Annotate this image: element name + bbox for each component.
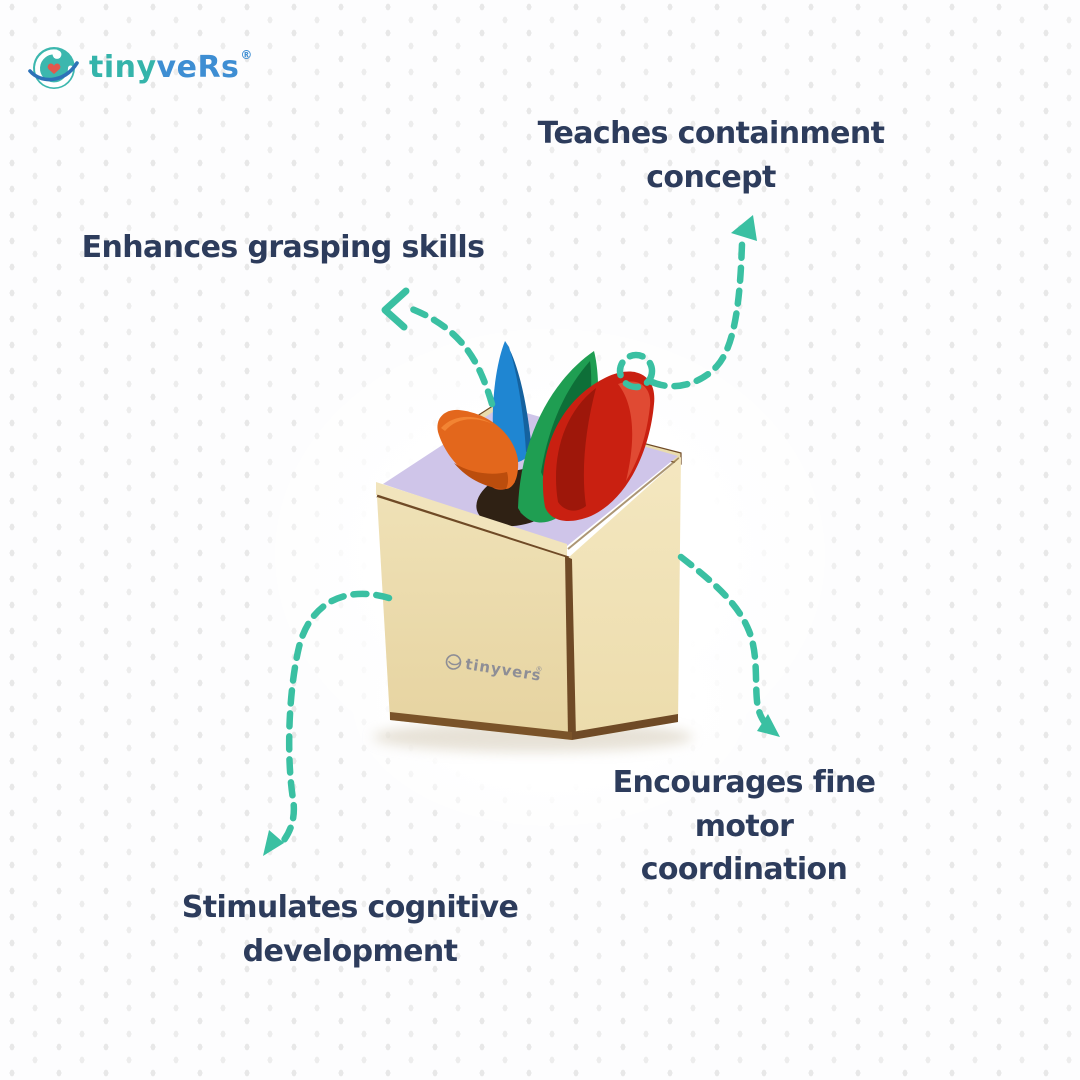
brand-wordmark-tiny: tiny <box>89 50 157 85</box>
box-front-rim <box>376 482 567 557</box>
brand-logo: tiny veRs ® <box>28 42 253 94</box>
arrow-bottom-left-icon <box>263 590 393 856</box>
registered-trademark: ® <box>240 48 253 62</box>
benefit-label-cognitive: Stimulates cognitive development <box>181 890 519 969</box>
brand-wordmark: tiny veRs ® <box>89 49 253 85</box>
box-right-face <box>568 457 681 740</box>
box-bottom-edge-front <box>390 712 572 740</box>
product-box: tinyvers ® <box>373 341 693 752</box>
box-print-registered: ® <box>535 665 543 674</box>
box-corner-edge <box>565 556 576 738</box>
benefit-label-containment: Teaches containment concept <box>537 116 885 195</box>
scarf-orange <box>437 409 519 489</box>
arrow-bottom-right-icon <box>677 553 780 737</box>
box-bottom-edge-right <box>572 714 678 740</box>
scarf-red <box>542 371 655 522</box>
benefit-label-grasping: Enhances grasping skills <box>81 230 485 265</box>
brand-wordmark-vers: veRs <box>156 50 240 85</box>
box-front-face <box>377 497 572 740</box>
tinyvers-logo-icon <box>28 47 79 89</box>
arrow-left-icon <box>381 287 496 408</box>
benefit-label-fine-motor: Encourages fine motor coordination <box>612 765 876 887</box>
arrows <box>263 215 780 856</box>
arrow-top-right-icon <box>616 215 757 391</box>
